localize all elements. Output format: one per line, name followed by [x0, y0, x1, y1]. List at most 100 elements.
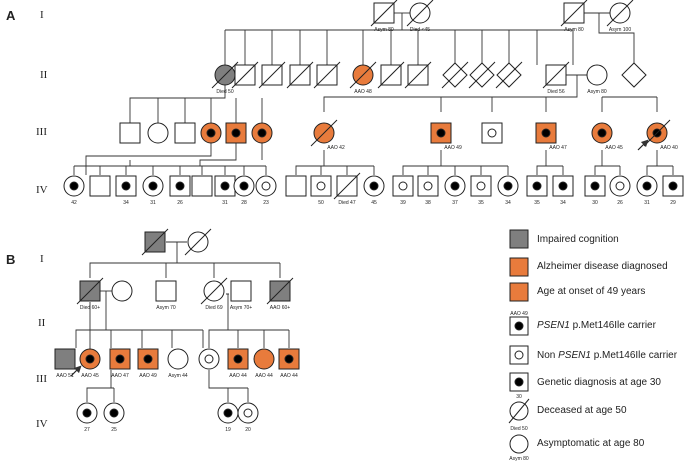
individual-label: 26: [617, 200, 623, 206]
individual-a_i_f1: [406, 0, 434, 27]
deceased-slash: [542, 61, 570, 89]
individual-label: 42: [71, 200, 77, 206]
generation-label-b-2: II: [38, 317, 46, 329]
individual-label: Asym 70: [156, 305, 176, 311]
deceased-slash: [184, 228, 212, 256]
individual-label: Asym 70+: [230, 305, 252, 311]
female-circle: [586, 64, 608, 86]
legend-genetic-dot: [514, 377, 524, 387]
noncarrier-dot: [615, 181, 625, 191]
carrier-dot: [143, 354, 153, 364]
pedigree-nodes: [54, 0, 684, 424]
individual-a_i_m2: [560, 0, 588, 27]
individual-b_i_m: [141, 228, 169, 256]
deceased-slash: [266, 277, 294, 305]
individual-b_ii_2: [111, 280, 133, 302]
individual-label: 34: [560, 200, 566, 206]
legend-noncarrier-text: Non PSEN1 p.Met146Ile carrier: [537, 350, 677, 361]
legend-carrier-dot: [514, 321, 524, 331]
carrier-dot: [69, 181, 79, 191]
carrier-dot: [82, 408, 92, 418]
carrier-dot: [223, 408, 233, 418]
deceased-slash: [258, 61, 286, 89]
individual-b_ii_1: [76, 277, 104, 305]
legend-deceased-slash: [508, 398, 530, 424]
individual-label: 28: [241, 200, 247, 206]
carrier-dot: [503, 181, 513, 191]
deceased-slash: [286, 61, 314, 89]
male-square: [119, 122, 141, 144]
individual-label: AAO 49: [139, 373, 157, 379]
legend-carrier-rest: p.Met146Ile carrier: [569, 320, 656, 331]
female-circle: [111, 280, 133, 302]
carrier-dot: [239, 181, 249, 191]
legend-ad-text: Alzheimer disease diagnosed: [537, 261, 668, 272]
legend-asym-circle: [509, 434, 529, 454]
individual-label: 27: [84, 427, 90, 433]
carrier-dot: [121, 181, 131, 191]
deceased-slash: [313, 61, 341, 89]
individual-a_iii_3: [174, 122, 196, 144]
individual-label: 34: [123, 200, 129, 206]
individual-label: Died 56: [547, 89, 564, 95]
noncarrier-dot: [487, 128, 497, 138]
deceased-slash: [441, 61, 469, 89]
legend-deceased-text: Deceased at age 50: [537, 405, 627, 416]
proband-arrow: [70, 365, 82, 377]
carrier-dot: [541, 128, 551, 138]
individual-label: 50: [318, 200, 324, 206]
individual-a_iii_8: [430, 122, 452, 144]
proband-arrow: [637, 139, 649, 151]
individual-b_ii_6: [266, 277, 294, 305]
carrier-dot: [175, 181, 185, 191]
individual-a_iv_5: [169, 175, 191, 197]
individual-a_iv_16: [444, 175, 466, 197]
legend-gray-square: [509, 229, 529, 249]
individual-label: 20: [245, 427, 251, 433]
carrier-dot: [257, 128, 267, 138]
deceased-slash: [495, 61, 523, 89]
individual-a_iii_5: [225, 122, 247, 144]
individual-label: AAO 45: [605, 145, 623, 151]
noncarrier-dot: [316, 181, 326, 191]
individual-label: AAO 45: [81, 373, 99, 379]
individual-label: AAO 44: [255, 373, 273, 379]
individual-b_iii_8: [253, 348, 275, 370]
individual-a_iv_2: [89, 175, 111, 197]
carrier-dot: [668, 181, 678, 191]
individual-b_ii_5: [230, 280, 252, 302]
individual-a_iv_24: [662, 175, 684, 197]
individual-label: 38: [425, 200, 431, 206]
noncarrier-dot: [423, 181, 433, 191]
legend-noncarrier-dot: [514, 350, 524, 360]
individual-a_ii_7: [377, 61, 405, 89]
carrier-dot: [148, 181, 158, 191]
carrier-dot: [558, 181, 568, 191]
individual-label: Asym 44: [168, 373, 188, 379]
individual-label: Died 69: [205, 305, 222, 311]
legend-genetic-text: Genetic diagnosis at age 30: [537, 377, 661, 388]
individual-a_ii_8: [404, 61, 432, 89]
individual-b_iii_7: [227, 348, 249, 370]
deceased-slash: [333, 172, 361, 200]
carrier-dot: [284, 354, 294, 364]
individual-a_ii_1: [211, 61, 239, 89]
individual-a_ii_2: [231, 61, 259, 89]
individual-b_ii_3: [155, 280, 177, 302]
individual-label: 45: [371, 200, 377, 206]
legend-noncarrier-gene: PSEN1: [558, 350, 591, 361]
legend-asym-sub: Asym 80: [509, 456, 529, 462]
individual-a_iv_8: [233, 175, 255, 197]
male-square: [54, 348, 76, 370]
individual-b_iii_6: [198, 348, 220, 370]
noncarrier-dot: [243, 408, 253, 418]
generation-label-a-2: II: [40, 69, 48, 81]
deceased-slash: [231, 61, 259, 89]
individual-a_iii_10: [535, 122, 557, 144]
generation-label-b-4: IV: [36, 418, 48, 430]
legend-aao-sub: AAO 49: [510, 311, 528, 317]
individual-a_ii_5: [313, 61, 341, 89]
individual-label: AAO 44: [280, 373, 298, 379]
